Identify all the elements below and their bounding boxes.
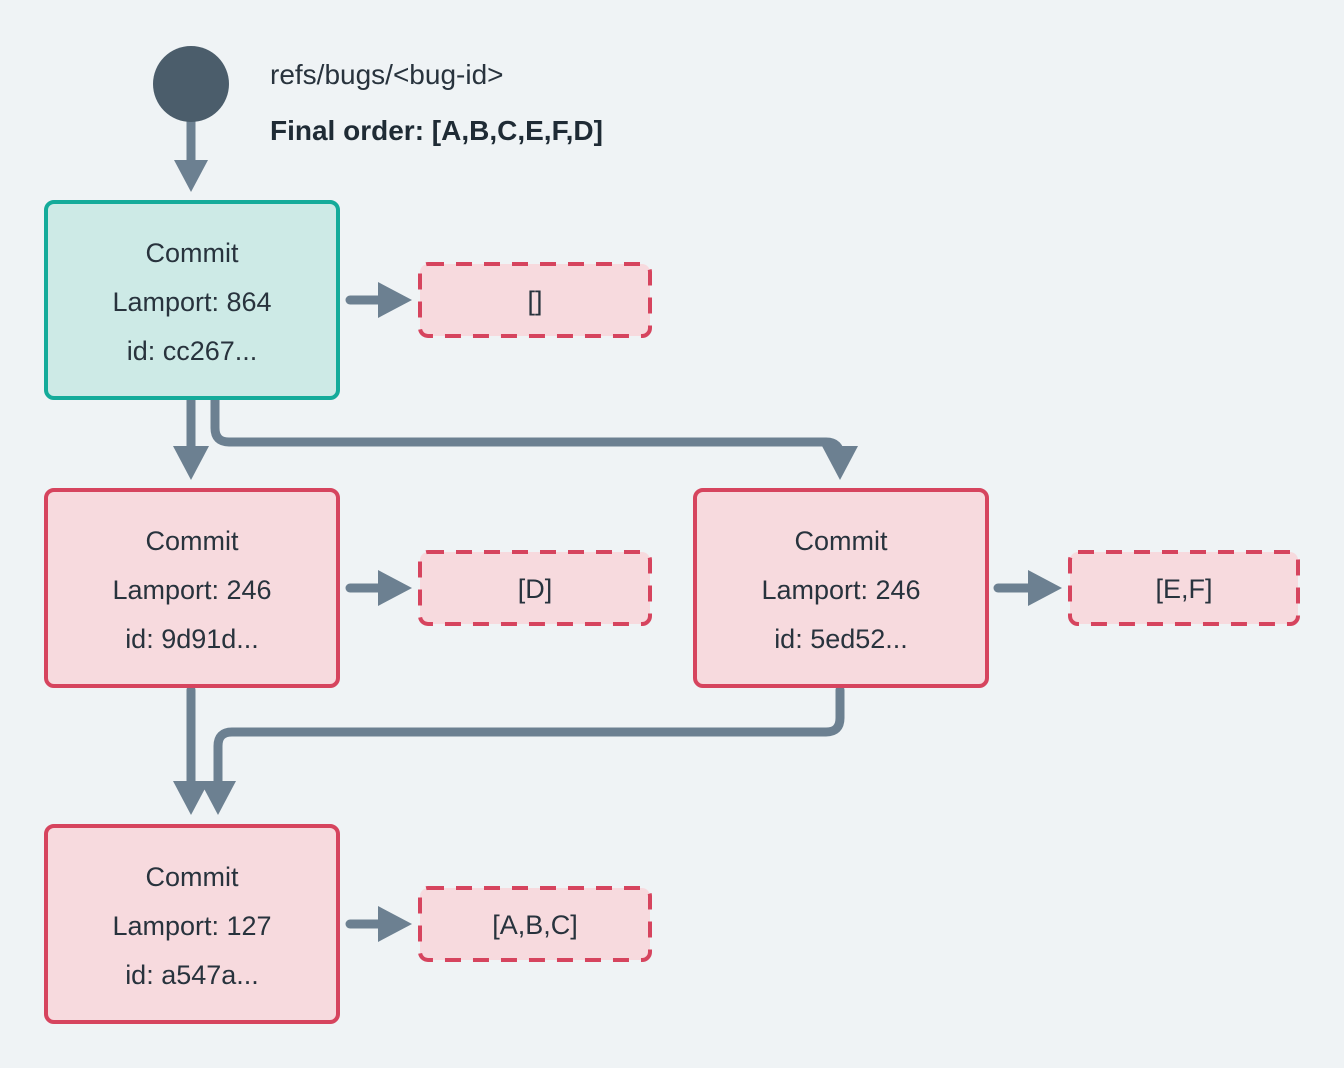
- final-order-label: Final order: [A,B,C,E,F,D]: [270, 115, 603, 146]
- commit-node-5ed52[interactable]: Commit Lamport: 246 id: 5ed52...: [693, 488, 989, 688]
- edge-5ed52-to-a547a: [200, 685, 845, 815]
- operations-box-cc267[interactable]: []: [418, 262, 652, 338]
- operations-box-5ed52-label: [E,F]: [1155, 574, 1212, 604]
- edge-cc267-to-op: [345, 282, 412, 318]
- commit-node-a547a-box: [44, 824, 340, 1024]
- operations-box-9d91d-frame: [418, 550, 652, 626]
- edge-9d91d-to-op: [345, 570, 412, 606]
- commit-node-a547a[interactable]: Commit Lamport: 127 id: a547a...: [44, 824, 340, 1024]
- operations-box-a547a-frame: [418, 886, 652, 962]
- edge-5ed52-to-op: [993, 570, 1062, 606]
- commit-node-5ed52-line1: Commit: [795, 526, 888, 556]
- edge-cc267-to-5ed52: [210, 395, 858, 480]
- operations-box-a547a-label: [A,B,C]: [492, 910, 578, 940]
- commit-node-9d91d-line3: id: 9d91d...: [125, 624, 259, 654]
- ref-path-label: refs/bugs/<bug-id>: [270, 59, 504, 90]
- operations-box-9d91d-label: [D]: [518, 574, 553, 604]
- commit-node-cc267-line3: id: cc267...: [127, 336, 258, 366]
- head-node[interactable]: [153, 46, 229, 122]
- commit-node-a547a-line1: Commit: [146, 862, 239, 892]
- commit-node-9d91d-line1: Commit: [146, 526, 239, 556]
- operations-box-5ed52-frame: [1068, 550, 1300, 626]
- commit-node-cc267-line2: Lamport: 864: [112, 287, 271, 317]
- commit-node-cc267-line1: Commit: [146, 238, 239, 268]
- commit-node-9d91d-line2: Lamport: 246: [112, 575, 271, 605]
- operations-box-cc267-label: []: [527, 286, 542, 316]
- commit-node-5ed52-box: [693, 488, 989, 688]
- commit-node-a547a-line3: id: a547a...: [125, 960, 259, 990]
- operations-box-5ed52[interactable]: [E,F]: [1068, 550, 1300, 626]
- edge-head-to-cc267: [174, 113, 208, 192]
- edge-cc267-to-9d91d: [173, 395, 209, 480]
- commit-node-cc267-box: [44, 200, 340, 400]
- commit-node-5ed52-line2: Lamport: 246: [761, 575, 920, 605]
- edge-9d91d-to-a547a: [173, 685, 209, 815]
- operations-box-9d91d[interactable]: [D]: [418, 550, 652, 626]
- head-circle-icon: [153, 46, 229, 122]
- commit-node-9d91d[interactable]: Commit Lamport: 246 id: 9d91d...: [44, 488, 340, 688]
- commit-node-5ed52-line3: id: 5ed52...: [774, 624, 908, 654]
- operations-box-cc267-frame: [418, 262, 652, 338]
- operations-box-a547a[interactable]: [A,B,C]: [418, 886, 652, 962]
- commit-node-9d91d-box: [44, 488, 340, 688]
- commit-node-cc267[interactable]: Commit Lamport: 864 id: cc267...: [44, 200, 340, 400]
- commit-node-a547a-line2: Lamport: 127: [112, 911, 271, 941]
- edge-a547a-to-op: [345, 906, 412, 942]
